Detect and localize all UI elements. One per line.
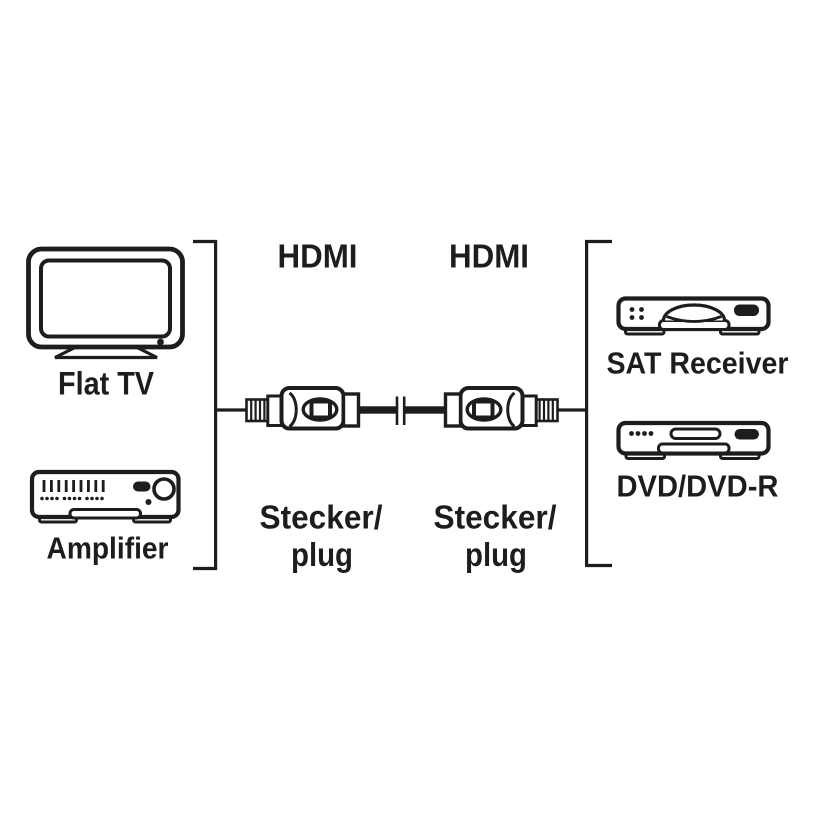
plug-label-left-line2: plug <box>291 536 353 573</box>
plug-label-right-line1: Stecker/ <box>434 499 557 536</box>
amplifier-slot <box>68 508 142 520</box>
plug-label-left-line1: Stecker/ <box>260 499 383 536</box>
dvd-disc-slot <box>669 427 722 440</box>
amplifier-icon <box>29 469 181 524</box>
hdmi-cable <box>244 386 560 431</box>
sat-receiver-icon <box>616 296 771 336</box>
hdmi-label-left: HDMI <box>278 238 358 275</box>
dvd-recorder-icon <box>616 420 771 460</box>
amplifier-knob <box>152 477 176 501</box>
amplifier-vents <box>42 480 105 492</box>
amplifier-label: Amplifier <box>47 531 169 566</box>
tv-power-led <box>157 338 164 346</box>
sat-receiver-dome <box>661 303 727 321</box>
sat-receiver-display <box>734 304 759 316</box>
hdmi-label-right: HDMI <box>449 238 529 275</box>
left-bracket <box>193 239 248 571</box>
dvd-recorder-label: DVD/DVD-R <box>617 469 779 504</box>
flat-tv-label: Flat TV <box>58 366 155 402</box>
cable-left-segment <box>357 406 396 414</box>
plug-label-right-line2: plug <box>465 536 527 573</box>
flat-tv-icon <box>26 246 185 360</box>
amplifier-led-dots <box>40 496 104 501</box>
dvd-tray <box>657 442 731 455</box>
sat-receiver-buttons <box>629 307 644 320</box>
dvd-buttons <box>629 431 654 436</box>
dvd-display <box>734 429 759 440</box>
cable-right-segment <box>405 406 447 414</box>
sat-receiver-label: SAT Receiver <box>607 346 789 381</box>
cable-break-icon <box>395 396 406 425</box>
sat-receiver-disc-edge <box>666 315 722 323</box>
right-bracket <box>556 239 612 568</box>
tv-screen <box>39 258 172 339</box>
hdmi-plug-right-icon <box>443 386 560 431</box>
amplifier-button <box>145 499 152 505</box>
hdmi-plug-left-icon <box>244 386 361 431</box>
amplifier-display <box>133 481 151 492</box>
